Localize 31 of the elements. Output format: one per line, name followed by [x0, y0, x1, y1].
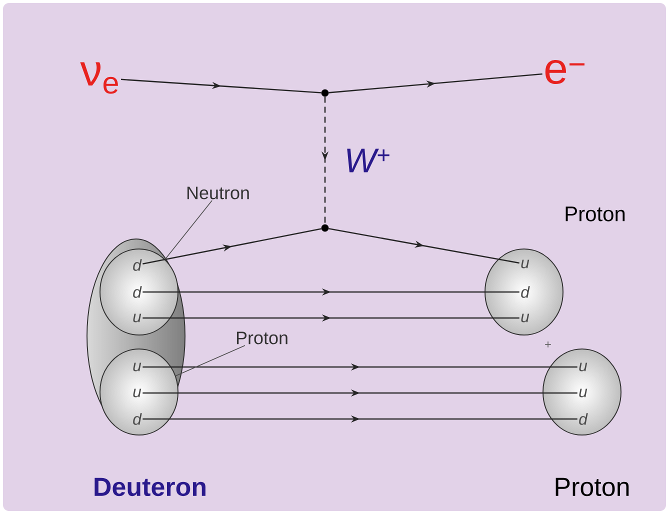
particle-label: ν$_{e}$ — [80, 62, 118, 94]
leader-line — [164, 200, 212, 260]
leader-line — [175, 345, 246, 376]
deuteron-label: Deuteron — [94, 478, 206, 496]
quark-label: u — [133, 314, 142, 322]
charge-sign: + — [545, 342, 551, 348]
particle-line — [120, 78, 322, 94]
particle-label: e$^{−}$ — [545, 60, 584, 84]
proton-label: Proton — [566, 206, 625, 222]
nucleon-circle — [100, 348, 178, 436]
quark-label: u — [579, 362, 588, 372]
vertex-dot — [321, 224, 329, 232]
hadron-label: Proton — [236, 332, 288, 344]
quark-label: d — [133, 286, 142, 298]
edge-label: W$^{+}$ — [347, 148, 390, 172]
quark-label: d — [133, 259, 142, 271]
quark-label: u — [133, 388, 142, 398]
particle-line — [142, 228, 322, 265]
quark-label: u — [521, 260, 530, 268]
quark-label: d — [133, 413, 142, 425]
nucleon-circle — [100, 248, 178, 336]
proton-label: Proton — [556, 478, 629, 496]
quark-label: d — [579, 413, 588, 425]
hadron-label: Neutron — [187, 186, 249, 200]
particle-line — [328, 73, 542, 94]
vertex-dot — [321, 89, 329, 97]
particle-line — [328, 228, 520, 264]
quark-label: u — [133, 362, 142, 372]
quark-label: u — [579, 388, 588, 398]
quark-label: u — [521, 314, 530, 322]
quark-label: d — [521, 286, 530, 298]
